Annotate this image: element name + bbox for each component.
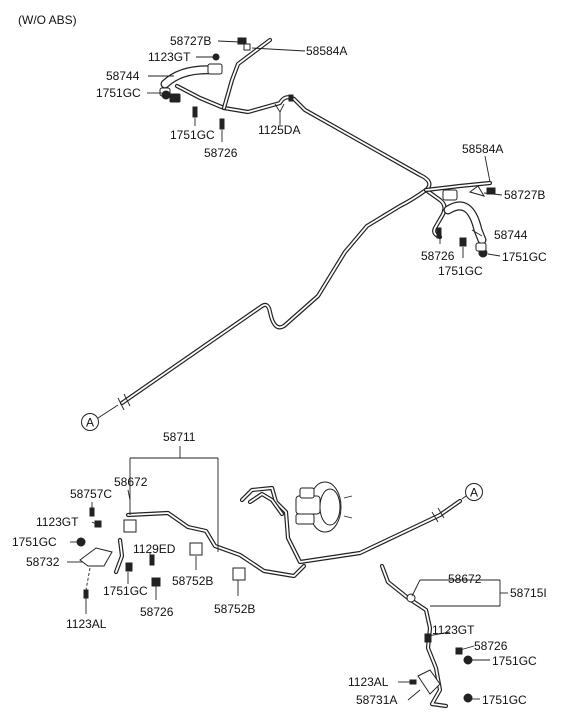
label-58727b-top: 58727B	[170, 34, 211, 48]
label-58744-right: 58744	[494, 228, 528, 242]
label-58752b-2: 58752B	[214, 602, 255, 616]
label-1751gc-br2: 1751GC	[482, 693, 527, 707]
label-58757c: 58757C	[70, 487, 112, 501]
upper-fasteners	[192, 37, 496, 247]
label-58672-left: 58672	[114, 475, 148, 489]
label-1129ed: 1129ED	[133, 542, 176, 556]
label-58727b-right: 58727B	[504, 188, 545, 202]
label-1751gc-left: 1751GC	[96, 86, 141, 100]
label-1123gt-lower: 1123GT	[36, 515, 79, 529]
label-58672-right: 58672	[448, 572, 482, 586]
label-1751gc-left2: 1751GC	[170, 128, 215, 142]
master-cylinder-booster	[295, 481, 353, 533]
label-1751gc-lower: 1751GC	[103, 584, 148, 598]
lower-fasteners	[76, 507, 473, 703]
leader-lines	[67, 40, 508, 701]
label-58744-left: 58744	[106, 69, 140, 83]
label-1751gc-lowerleft: 1751GC	[12, 535, 57, 549]
label-58584a-right: 58584A	[462, 142, 503, 156]
label-58726-lower: 58726	[140, 605, 174, 619]
label-1123gt-right: 1123GT	[432, 623, 475, 637]
part-labels: 58727B 1123GT 58584A 58744 1751GC 1751GC…	[12, 34, 547, 707]
right-rear-hose	[442, 189, 488, 258]
left-rear-hose	[159, 63, 223, 103]
label-1751gc-right2: 1751GC	[502, 250, 547, 264]
label-1123al-left: 1123AL	[66, 617, 107, 631]
diagram-title: (W/O ABS)	[18, 13, 77, 27]
label-1123gt-top: 1123GT	[148, 50, 191, 64]
master-cylinder-pipes	[239, 485, 463, 565]
label-58584a-top: 58584A	[306, 44, 347, 58]
label-1125da: 1125DA	[258, 123, 300, 137]
label-58711: 58711	[163, 430, 196, 444]
ref-a-left-label: A	[86, 416, 94, 430]
label-58731a: 58731A	[356, 693, 397, 707]
label-58726-right: 58726	[421, 249, 455, 263]
label-1123al-right: 1123AL	[348, 675, 389, 689]
label-1751gc-br: 1751GC	[492, 654, 537, 668]
label-58726-br: 58726	[474, 639, 508, 653]
label-58715i: 58715I	[510, 586, 547, 600]
ref-a-right-label: A	[470, 486, 478, 500]
ref-marker-a-right: A	[461, 483, 483, 501]
label-58732: 58732	[26, 555, 60, 569]
label-58726-left: 58726	[204, 146, 238, 160]
lower-left-pipe	[113, 510, 307, 579]
label-1751gc-right: 1751GC	[438, 264, 483, 278]
ref-marker-a-left: A	[81, 404, 119, 431]
label-58752b-1: 58752B	[172, 574, 213, 588]
